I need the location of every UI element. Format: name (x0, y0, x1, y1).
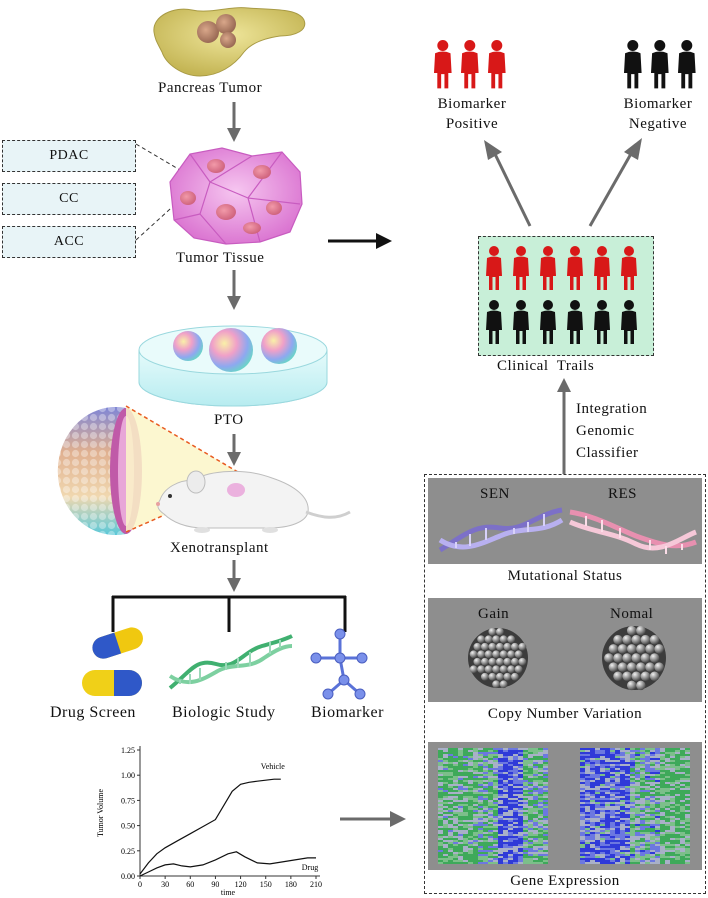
person-negative-icon (486, 300, 502, 344)
y-tick-label: 0.75 (121, 796, 135, 805)
y-tick-label: 1.25 (121, 746, 135, 755)
tumor-type-pdac: PDAC (2, 140, 136, 172)
series-label-drug: Drug (302, 863, 318, 872)
res-label: RES (608, 486, 638, 502)
diagonal-arrows (484, 138, 642, 227)
person-positive-icon (486, 246, 502, 290)
nomal-label: Nomal (610, 606, 654, 622)
biomarker-label: Biomarker (311, 704, 384, 721)
drug-screen-label: Drug Screen (50, 704, 136, 721)
pto-label: PTO (214, 412, 244, 428)
classifier-frame (424, 474, 706, 894)
person-negative-icon (678, 40, 696, 89)
arrow-down-3 (227, 434, 241, 466)
x-tick-label: 150 (260, 880, 272, 889)
mutational-status-label: Mutational Status (507, 568, 623, 584)
biomarker-molecule-icon (310, 628, 368, 700)
clinical-trials-label: Clinical Trails (497, 358, 595, 374)
series-line-drug (139, 851, 316, 877)
x-tick-label: 60 (186, 880, 194, 889)
y-tick-label: 0.00 (121, 872, 135, 881)
person-negative-icon (513, 300, 529, 344)
x-tick-label: 30 (161, 880, 169, 889)
biomarker-negative-label: Biomarker Negative (610, 94, 706, 134)
person-positive-icon (488, 40, 506, 89)
person-positive-icon (513, 246, 529, 290)
method-bracket (111, 595, 347, 632)
dna-helix-icon (168, 634, 293, 690)
cnv-nomal-sphere (602, 625, 666, 691)
arrow-up-integration (557, 378, 571, 474)
person-positive-icon (567, 246, 583, 290)
gain-label: Gain (478, 606, 510, 622)
integration-line2: Genomic (576, 423, 635, 439)
y-axis-label: Tumor Volume (96, 789, 105, 838)
sen-label: SEN (480, 486, 510, 502)
dna-sen-icon (438, 507, 564, 553)
tumor-type-cc: CC (2, 183, 136, 215)
series-label-vehicle: Vehicle (261, 762, 285, 771)
dna-res-icon (568, 509, 697, 554)
biologic-study-label: Biologic Study (172, 704, 276, 721)
person-negative-icon (540, 300, 556, 344)
arrow-right-tissue (328, 233, 392, 249)
x-tick-label: 210 (310, 880, 322, 889)
tumor-tissue-illustration (169, 147, 303, 245)
y-tick-label: 0.25 (121, 847, 135, 856)
heatmap-right (580, 748, 690, 864)
biomarker-negative-line2: Negative (628, 116, 688, 132)
biomarker-negative-line1: Biomarker (623, 96, 693, 112)
biomarker-positive-line1: Biomarker (437, 96, 507, 112)
x-tick-label: 0 (138, 880, 142, 889)
drug-pills-icon (82, 627, 143, 696)
integration-line3: Classifier (576, 445, 639, 461)
person-positive-icon (461, 40, 479, 89)
biomarker-negative-group (624, 40, 696, 89)
y-tick-label: 0.50 (121, 822, 135, 831)
person-positive-icon (594, 246, 610, 290)
pto-dish-illustration (138, 325, 328, 407)
biomarker-positive-label: Biomarker Positive (424, 94, 520, 134)
pancreas-tumor-label: Pancreas Tumor (158, 80, 263, 96)
person-negative-icon (624, 40, 642, 89)
cnv-gain-sphere (468, 627, 528, 689)
tumor-tissue-label: Tumor Tissue (176, 250, 265, 266)
arrow-right-chart (340, 811, 406, 827)
person-negative-icon (567, 300, 583, 344)
x-tick-label: 120 (235, 880, 247, 889)
arrow-down-1 (227, 102, 241, 142)
biomarker-positive-group (434, 40, 506, 89)
clinical-trials-cohort (486, 246, 637, 344)
person-positive-icon (434, 40, 452, 89)
integration-label: Integration Genomic Classifier (576, 398, 647, 464)
tumor-type-acc: ACC (2, 226, 136, 258)
integration-line1: Integration (576, 401, 648, 417)
x-axis-label: time (221, 888, 236, 896)
y-tick-label: 1.00 (121, 771, 135, 780)
mouse-illustration (156, 470, 351, 533)
x-tick-label: 90 (211, 880, 219, 889)
x-tick-label: 180 (285, 880, 297, 889)
person-negative-icon (621, 300, 637, 344)
arrow-down-2 (227, 270, 241, 310)
person-negative-icon (651, 40, 669, 89)
tumor-volume-chart: 0 30 60 90 120 150 180 210 0.00 0.25 0.50 0.75 1.00 1… (96, 746, 322, 896)
person-negative-icon (594, 300, 610, 344)
person-positive-icon (540, 246, 556, 290)
xenotransplant-label: Xenotransplant (170, 540, 269, 556)
arrow-down-4 (227, 560, 241, 592)
pancreas-illustration (153, 7, 306, 77)
cnv-label: Copy Number Variation (487, 706, 643, 722)
series-line-vehicle (139, 778, 281, 875)
heatmap-left (438, 748, 548, 864)
person-positive-icon (621, 246, 637, 290)
biomarker-positive-line2: Positive (445, 116, 499, 132)
gene-expression-label: Gene Expression (510, 873, 620, 889)
